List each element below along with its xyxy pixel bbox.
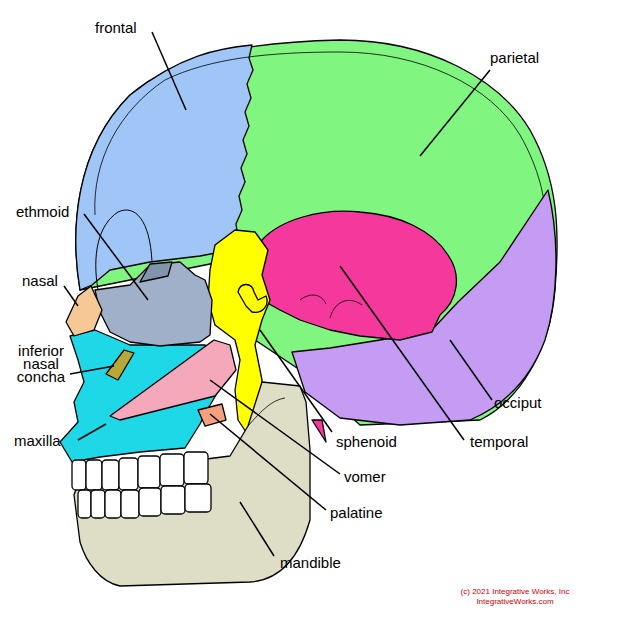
part-label: ethmoid: [16, 204, 69, 220]
part-label: maxilla: [14, 433, 61, 449]
lower-teeth: [78, 484, 211, 518]
ethmoid-detail: [140, 262, 172, 282]
nasal-bone: [66, 286, 102, 336]
leader-line: [70, 366, 114, 374]
temporal-bone: [240, 211, 456, 340]
part-label: temporal: [470, 434, 528, 450]
sphenoid-detail: [238, 285, 267, 313]
leader-line: [420, 70, 490, 156]
leader-line: [240, 502, 274, 556]
leader-lines: [64, 32, 492, 556]
part-label: parietal: [490, 50, 539, 66]
part-label: frontal: [95, 20, 137, 36]
leader-line: [450, 340, 492, 400]
part-label: inferior nasal concha: [10, 344, 72, 383]
leader-line: [210, 414, 326, 510]
leader-line: [340, 266, 464, 440]
styloid-process: [312, 420, 326, 442]
part-label: vomer: [344, 469, 386, 485]
part-label: sphenoid: [336, 434, 397, 450]
leader-line: [152, 32, 186, 110]
ethmoid-bone: [95, 262, 212, 346]
part-label: nasal: [22, 273, 58, 289]
orbit-outline: [96, 210, 152, 290]
leader-line: [260, 330, 332, 432]
leader-line: [78, 424, 106, 440]
mandible-bone: [74, 382, 310, 586]
leader-line: [84, 214, 148, 300]
copyright-note: (c) 2021 Integrative Works, Inc: [435, 587, 595, 596]
part-label: mandible: [280, 555, 341, 571]
leader-line: [64, 286, 78, 306]
concha-bone: [106, 350, 134, 380]
temporal-detail: [300, 295, 362, 318]
part-label: palatine: [330, 505, 383, 521]
leader-line: [210, 380, 340, 474]
part-label: occiput: [494, 395, 542, 411]
cranium-contour: [95, 52, 545, 215]
copyright-note: IntegrativeWorks.com: [435, 597, 595, 606]
